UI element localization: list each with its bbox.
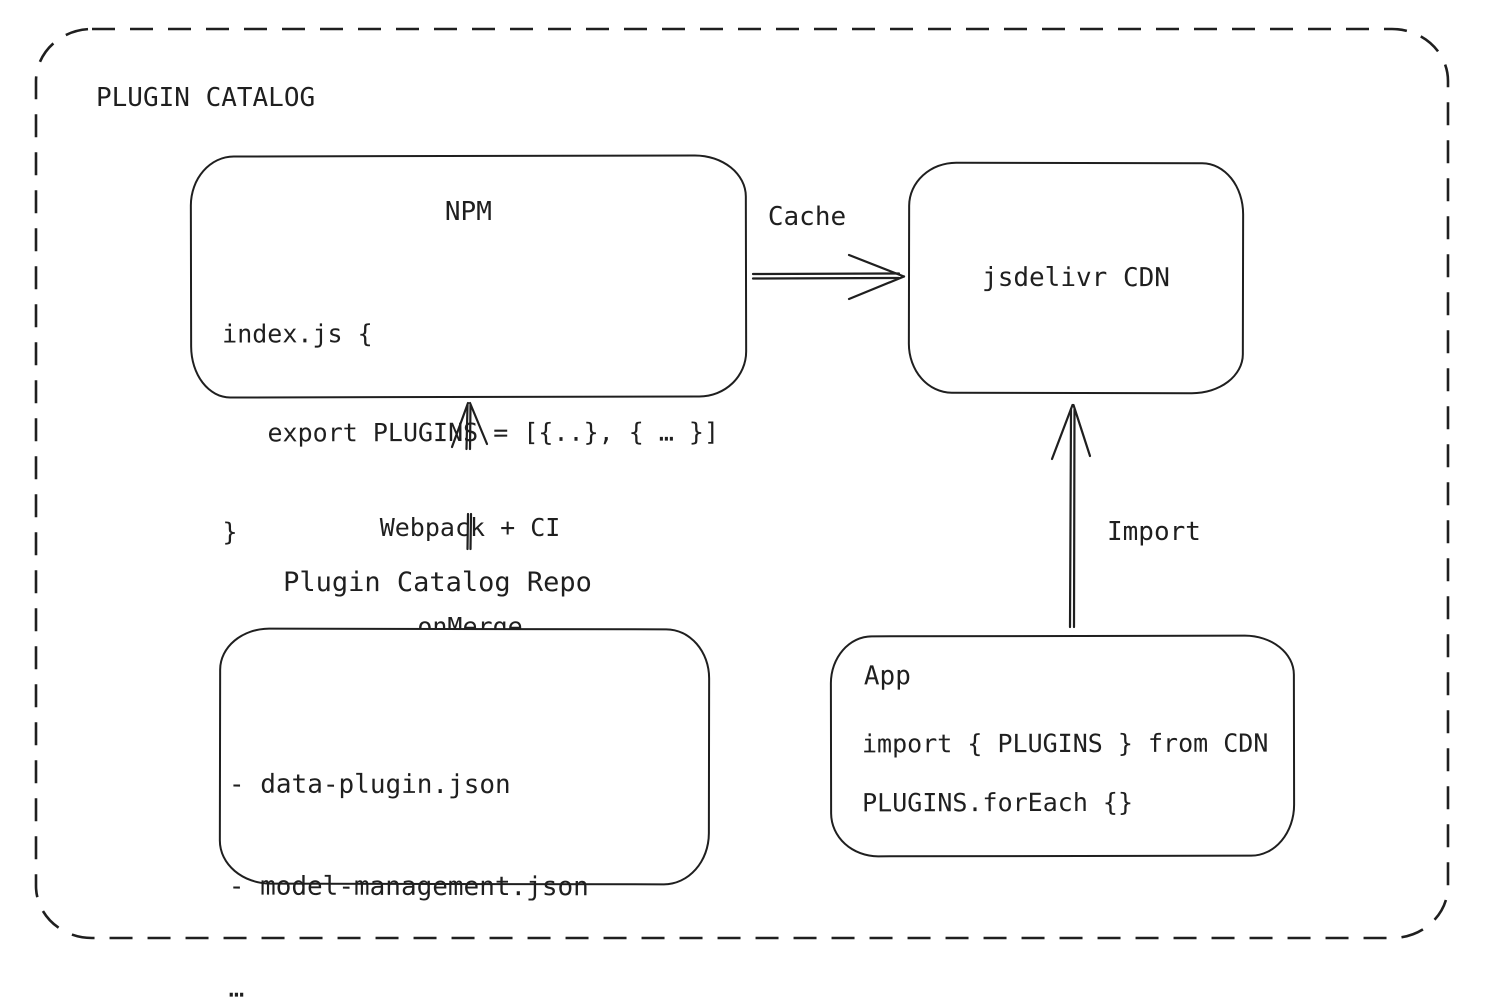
cache-edge-label: Cache	[767, 202, 847, 232]
cdn-node-label: jsdelivr CDN	[982, 262, 1170, 294]
diagram-title: PLUGIN CATALOG	[96, 83, 316, 113]
repo-file-list: - data-plugin.json - model-management.js…	[228, 700, 589, 1002]
catalog-boundary-frame	[34, 27, 1450, 940]
cache-arrow	[751, 253, 906, 301]
app-node: App import { PLUGINS } from CDN PLUGINS.…	[829, 634, 1296, 858]
app-code-line: PLUGINS.forEach {}	[862, 787, 1134, 818]
repo-file-item: - model-management.json	[228, 871, 589, 903]
cdn-node: jsdelivr CDN	[907, 161, 1245, 395]
npm-node-title: NPM	[444, 196, 492, 228]
build-arrow-head	[450, 401, 489, 451]
npm-node: NPM index.js { export PLUGINS = [{..}, {…	[189, 154, 748, 547]
import-edge-label: Import	[1107, 517, 1201, 547]
build-edge-label-line1: Webpack + CI	[379, 513, 561, 542]
repo-file-item: - data-plugin.json	[228, 769, 511, 801]
repo-node-title: Plugin Catalog Repo	[283, 567, 592, 598]
repo-node: - data-plugin.json - model-management.js…	[218, 627, 711, 1002]
app-node-title: App	[863, 661, 911, 692]
app-code-line: import { PLUGINS } from CDN	[861, 728, 1269, 759]
import-arrow	[1050, 403, 1092, 629]
npm-code-line: index.js {	[222, 319, 373, 349]
build-arrow-tail	[466, 512, 473, 551]
repo-file-item: …	[228, 973, 245, 1002]
